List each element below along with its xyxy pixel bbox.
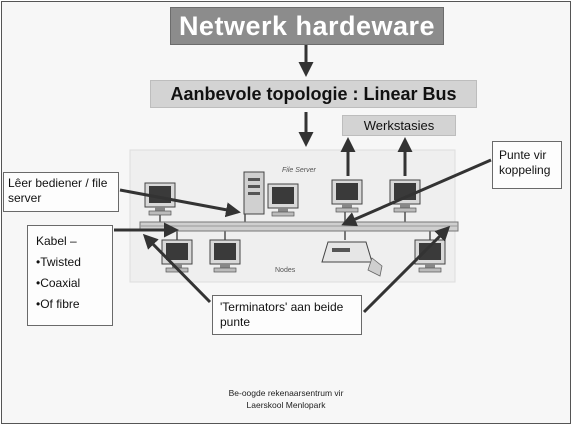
file-server-icon <box>243 171 299 217</box>
file-server-caption: File Server <box>282 167 317 174</box>
cable-heading: Kabel – <box>36 234 77 248</box>
coupling-points-label: Punte vir koppeling <box>492 141 562 189</box>
terminator-right-arrow <box>362 225 451 314</box>
cable-item-twisted: •Twisted <box>36 255 81 269</box>
terminators-label: 'Terminators' aan beide punte <box>212 295 362 335</box>
printer-icon <box>321 241 383 277</box>
server-pointer-arrow <box>119 188 241 218</box>
cable-item-coaxial: •Coaxial <box>36 276 81 290</box>
terminator-left-arrow <box>142 233 212 304</box>
workstations-label: Werkstasies <box>342 115 456 136</box>
footer-line-2: Laerskool Menlopark <box>246 400 326 410</box>
slide-title: Netwerk hardeware <box>170 7 444 45</box>
file-server-label: Lêer bediener / file server <box>3 172 119 212</box>
footer-line-1: Be-oogde rekenaarsentrum vir <box>228 388 344 398</box>
coupling-pointer-arrow <box>341 158 492 227</box>
cable-item-fibre: •Of fibre <box>36 297 80 311</box>
nodes-caption: Nodes <box>275 267 296 274</box>
topology-label: Aanbevole topologie : Linear Bus <box>150 80 477 108</box>
footer: Be-oogde rekenaarsentrum vir Laerskool M… <box>170 387 402 411</box>
cable-label: Kabel – •Twisted •Coaxial •Of fibre <box>27 225 113 326</box>
